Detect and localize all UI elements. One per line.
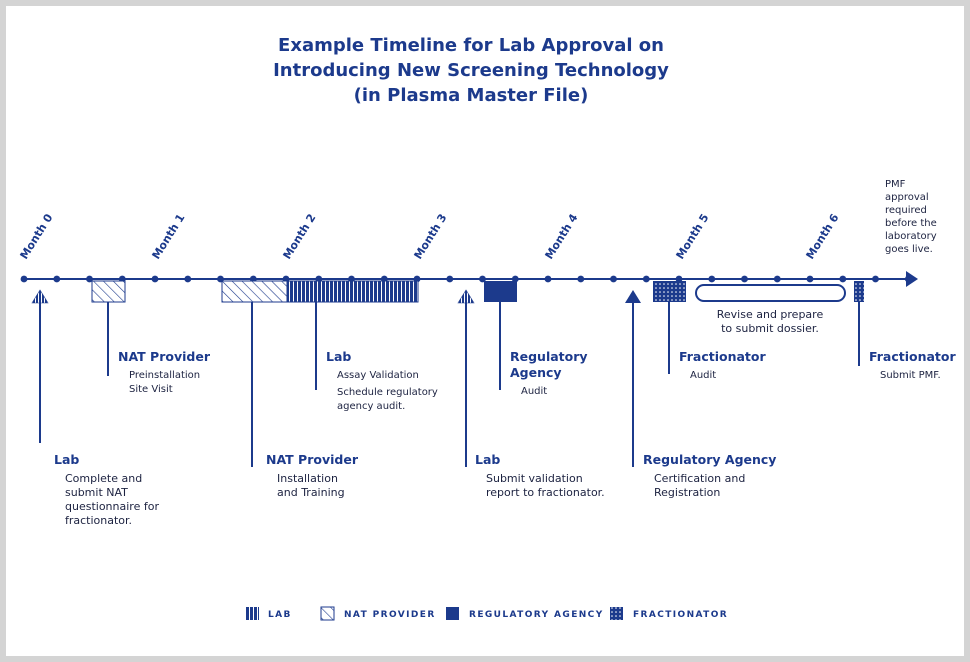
timeline-dot (675, 275, 683, 283)
timeline-arrow-icon (906, 271, 918, 287)
event-nat-installation-line: Installation (277, 472, 338, 485)
timeline-dots (20, 275, 912, 283)
milestone-lab-report-icon (457, 289, 475, 304)
bar-frac-audit (653, 281, 686, 302)
timeline-dot (839, 275, 847, 283)
legend-lab-swatch (245, 607, 259, 620)
event-lab-questionnaire-line: fractionator. (65, 514, 132, 527)
timeline-dot (446, 275, 454, 283)
event-lab-validation-heading: Lab (326, 349, 351, 364)
event-frac-audit-line: Audit (690, 370, 716, 381)
event-reg-audit-heading: Agency (510, 365, 562, 380)
end-note-line: laboratory (885, 231, 937, 242)
event-nat-installation-heading: NAT Provider (266, 452, 359, 467)
event-lab-questionnaire-line: Complete and (65, 472, 142, 485)
title-line-2: Introducing New Screening Technology (273, 60, 669, 81)
event-reg-certification-line: Registration (654, 486, 720, 499)
end-note-line: approval (885, 192, 929, 203)
timeline-dot (610, 275, 617, 283)
legend-regulatory-agency-label: REGULATORY AGENCY (469, 610, 604, 620)
event-lab-report-heading: Lab (475, 452, 500, 467)
revise-note-line: Revise and prepare (717, 308, 824, 321)
bar-frac-submit (854, 281, 864, 302)
revise-note-line: to submit dossier. (721, 322, 819, 335)
event-lab-validation-line: Schedule regulatory (337, 387, 438, 398)
timeline-diagram: Example Timeline for Lab Approval on Int… (18, 35, 956, 621)
event-lab-questionnaire-line: questionnaire for (65, 500, 159, 513)
timeline-dot (511, 275, 519, 283)
month-label-4: Month 4 (543, 211, 581, 261)
timeline-dot (806, 275, 814, 283)
timeline-dot (20, 275, 28, 283)
legend-fractionator-swatch (610, 607, 623, 620)
month-label-6: Month 6 (804, 211, 842, 261)
end-note-line: goes live. (885, 244, 933, 255)
timeline-dot (86, 275, 93, 283)
milestone-reg-certification-icon (625, 290, 641, 303)
timeline-dot (904, 275, 912, 283)
event-reg-certification-line: Certification and (654, 472, 745, 485)
timeline-dot (544, 275, 552, 283)
bar-reg-audit (484, 281, 517, 302)
event-lab-validation-line: Assay Validation (337, 370, 419, 381)
month-label-2: Month 2 (281, 212, 319, 262)
timeline-dot (773, 275, 781, 283)
event-lab-questionnaire-heading: Lab (54, 452, 79, 467)
legend: LAB NAT PROVIDER REGULATORY AGENCY FRACT… (245, 606, 728, 621)
bar-nat-installation (221, 280, 288, 303)
legend-lab-label: LAB (268, 610, 292, 620)
event-lab-questionnaire-line: submit NAT (65, 486, 128, 499)
timeline-dot (151, 275, 159, 283)
bar-nat-site-visit (91, 280, 126, 303)
bar-lab-validation (286, 280, 419, 303)
legend-nat-provider-swatch (320, 606, 335, 621)
event-nat-installation-line: and Training (277, 486, 345, 499)
event-frac-submit-heading: Fractionator (869, 349, 956, 364)
end-note-line: PMF (885, 179, 906, 190)
title-line-3: (in Plasma Master File) (354, 85, 589, 106)
event-lab-validation-line: agency audit. (337, 401, 405, 412)
timeline-dot (872, 275, 879, 283)
legend-fractionator-label: FRACTIONATOR (633, 610, 728, 620)
event-reg-audit-line: Audit (521, 386, 547, 397)
timeline-dot (577, 275, 585, 283)
event-frac-submit-line: Submit PMF. (880, 370, 941, 381)
end-note-line: required (885, 205, 927, 216)
diagram-frame: Example Timeline for Lab Approval on Int… (6, 6, 964, 656)
event-nat-site-visit-heading: NAT Provider (118, 349, 211, 364)
event-nat-site-visit-line: Preinstallation (129, 370, 200, 381)
month-label-0: Month 0 (18, 211, 56, 261)
event-frac-audit-heading: Fractionator (679, 349, 766, 364)
event-reg-audit-heading: Regulatory (510, 349, 588, 364)
timeline-dot (741, 275, 748, 283)
timeline-dot (184, 275, 192, 283)
title-line-1: Example Timeline for Lab Approval on (278, 35, 664, 56)
timeline-dot (53, 275, 61, 283)
bar-revise-dossier (695, 284, 846, 302)
end-note-line: before the (885, 218, 937, 229)
milestone-lab-questionnaire-icon (31, 289, 49, 304)
event-reg-certification-heading: Regulatory Agency (643, 452, 776, 467)
month-label-5: Month 5 (674, 212, 712, 262)
timeline-dot (642, 275, 650, 283)
event-nat-site-visit-line: Site Visit (129, 384, 173, 395)
legend-nat-provider-label: NAT PROVIDER (344, 610, 436, 620)
event-lab-report-line: report to fractionator. (486, 486, 605, 499)
month-label-3: Month 3 (412, 212, 450, 262)
month-label-1: Month 1 (150, 212, 188, 262)
legend-regulatory-agency-swatch (446, 607, 459, 620)
event-lab-report-line: Submit validation (486, 472, 583, 485)
timeline-dot (708, 275, 716, 283)
timeline-dot (479, 275, 486, 283)
